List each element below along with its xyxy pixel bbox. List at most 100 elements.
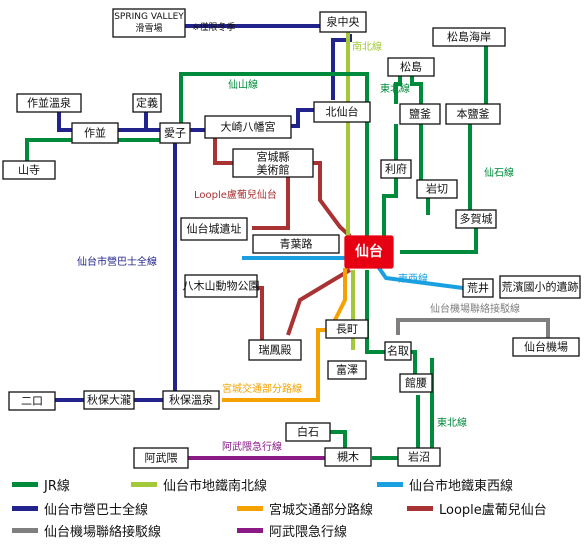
station-rifu[interactable]: 利府 bbox=[380, 159, 412, 179]
legend-loople: Loople盧葡兒仙台 bbox=[407, 499, 547, 518]
svg-text:二口: 二口 bbox=[21, 395, 43, 408]
bus-sakunami-loop bbox=[57, 112, 160, 132]
svg-text:青葉路: 青葉路 bbox=[280, 237, 313, 251]
station-osaki-hachimangu[interactable]: 大崎八幡宮 bbox=[204, 115, 292, 139]
svg-text:大崎八幡宮: 大崎八幡宮 bbox=[221, 120, 276, 134]
station-matsushima[interactable]: 松島 bbox=[387, 57, 435, 77]
station-kita-sendai[interactable]: 北仙台 bbox=[313, 101, 371, 123]
station-tsukinoki[interactable]: 槻木 bbox=[324, 447, 372, 467]
svg-text:槻木: 槻木 bbox=[337, 451, 359, 464]
svg-text:松島: 松島 bbox=[400, 60, 422, 74]
legend-swatch bbox=[237, 506, 263, 511]
station-akiu-otaki[interactable]: 秋保大瀧 bbox=[83, 390, 135, 410]
svg-text:宮城縣: 宮城縣 bbox=[257, 150, 290, 164]
svg-text:作並溫泉: 作並溫泉 bbox=[27, 96, 71, 110]
city-bus-route-label: 仙台市營巴士全線 bbox=[77, 255, 157, 268]
station-yagiyama-zoo[interactable]: 八木山動物公園 bbox=[183, 274, 260, 298]
station-iwanuma[interactable]: 岩沼 bbox=[397, 447, 441, 467]
svg-text:山寺: 山寺 bbox=[18, 164, 40, 177]
winter-note: ※僅限冬季 bbox=[192, 21, 236, 33]
station-arai[interactable]: 荒井 bbox=[462, 278, 494, 298]
svg-text:富澤: 富澤 bbox=[336, 363, 358, 377]
station-ayashi[interactable]: 愛子 bbox=[159, 122, 191, 144]
station-sakunami[interactable]: 作並 bbox=[71, 122, 119, 144]
svg-text:泉中央: 泉中央 bbox=[327, 15, 360, 29]
legend-jr: JR線 bbox=[12, 475, 70, 494]
bus-osaki-kitasendai bbox=[291, 108, 320, 128]
svg-text:鹽釜: 鹽釜 bbox=[409, 107, 431, 121]
svg-text:岩切: 岩切 bbox=[426, 182, 448, 196]
namboku-line-label: 南北線 bbox=[352, 40, 382, 53]
station-matsushima-kaigan[interactable]: 松島海岸 bbox=[432, 27, 506, 47]
station-futakuchi[interactable]: 二口 bbox=[8, 391, 56, 411]
svg-text:仙台機場: 仙台機場 bbox=[524, 340, 568, 354]
station-zuihoden[interactable]: 瑞鳳殿 bbox=[248, 339, 302, 361]
svg-text:秋保大瀧: 秋保大瀧 bbox=[87, 393, 131, 407]
station-tomizawa[interactable]: 富澤 bbox=[327, 360, 367, 380]
jr-senzan bbox=[25, 138, 72, 162]
svg-text:滑雪場: 滑雪場 bbox=[135, 22, 162, 34]
senseki-line-label: 仙石線 bbox=[484, 166, 514, 179]
svg-text:SPRING VALLEY: SPRING VALLEY bbox=[114, 12, 184, 22]
station-jogi[interactable]: 定義 bbox=[132, 93, 162, 113]
svg-text:本鹽釜: 本鹽釜 bbox=[457, 107, 490, 121]
senzan-line-label: 仙山線 bbox=[228, 78, 258, 91]
station-spring-valley[interactable]: SPRING VALLEY 滑雪場 bbox=[112, 8, 186, 38]
legend-abukuma: 阿武隈急行線 bbox=[237, 521, 347, 540]
station-iwakiri[interactable]: 岩切 bbox=[416, 179, 458, 199]
svg-text:美術館: 美術館 bbox=[257, 163, 290, 177]
svg-text:阿武隈: 阿武隈 bbox=[145, 452, 178, 465]
legend-miyagi-bus: 宮城交通部分路線 bbox=[237, 499, 373, 518]
tohoku-line-south-label: 東北線 bbox=[437, 416, 467, 429]
station-yamadera[interactable]: 山寺 bbox=[2, 160, 56, 180]
station-tagajo[interactable]: 多賀城 bbox=[455, 209, 497, 229]
station-tateshita[interactable]: 館腰 bbox=[399, 373, 433, 393]
station-akiu-onsen[interactable]: 秋保溫泉 bbox=[162, 390, 220, 410]
station-abukuma[interactable]: 阿武隈 bbox=[133, 447, 189, 469]
legend-tozai: 仙台市地鐵東西線 bbox=[377, 475, 513, 494]
abukuma-line-label: 阿武隈急行線 bbox=[222, 440, 282, 453]
stations: SPRING VALLEY 滑雪場 泉中央 北仙台 作並溫泉 定義 作並 愛子 … bbox=[2, 8, 581, 469]
station-miyagi-museum[interactable]: 宮城縣 美術館 bbox=[232, 148, 314, 178]
station-shiroishi[interactable]: 白石 bbox=[285, 422, 331, 442]
station-sakunami-onsen[interactable]: 作並溫泉 bbox=[16, 93, 82, 113]
svg-text:瑞鳳殿: 瑞鳳殿 bbox=[259, 343, 292, 357]
svg-text:北仙台: 北仙台 bbox=[326, 105, 359, 119]
tohoku-line-north-label: 東北線 bbox=[380, 82, 410, 95]
legend-swatch bbox=[237, 528, 263, 533]
miyagi-bus-line bbox=[222, 268, 347, 402]
station-sendai-castle[interactable]: 仙台城遺址 bbox=[180, 217, 248, 241]
svg-text:秋保溫泉: 秋保溫泉 bbox=[169, 393, 213, 407]
loople-route-label: Loople盧葡兒仙台 bbox=[194, 188, 277, 201]
svg-text:利府: 利府 bbox=[385, 162, 407, 176]
svg-text:荒濱國小的遺跡: 荒濱國小的遺跡 bbox=[502, 280, 579, 294]
legend-city-bus: 仙台市營巴士全線 bbox=[12, 499, 148, 518]
svg-text:愛子: 愛子 bbox=[164, 127, 186, 140]
legend-swatch bbox=[12, 506, 38, 511]
legend-swatch bbox=[407, 506, 433, 511]
station-shiogama[interactable]: 鹽釜 bbox=[399, 103, 441, 125]
station-natori[interactable]: 名取 bbox=[384, 341, 412, 361]
svg-text:仙台城遺址: 仙台城遺址 bbox=[187, 222, 242, 236]
svg-text:松島海岸: 松島海岸 bbox=[447, 30, 491, 44]
svg-text:岩沼: 岩沼 bbox=[408, 450, 430, 464]
svg-text:八木山動物公園: 八木山動物公園 bbox=[183, 279, 260, 293]
line-labels: 南北線 仙山線 東北線 仙石線 Loople盧葡兒仙台 仙台市營巴士全線 東西線… bbox=[77, 21, 520, 453]
station-hon-shiogama[interactable]: 本鹽釜 bbox=[445, 103, 501, 125]
station-sendai-airport[interactable]: 仙台機場 bbox=[512, 337, 580, 357]
svg-text:作並: 作並 bbox=[84, 126, 106, 140]
miyagi-bus-route-label: 宮城交通部分路線 bbox=[222, 382, 302, 395]
svg-text:多賀城: 多賀城 bbox=[460, 212, 493, 226]
airport-line bbox=[396, 318, 550, 338]
station-sendai[interactable]: 仙台 bbox=[344, 235, 394, 269]
station-nagamachi[interactable]: 長町 bbox=[325, 319, 369, 339]
legend-swatch bbox=[131, 482, 157, 487]
svg-text:名取: 名取 bbox=[387, 344, 409, 358]
svg-text:仙台: 仙台 bbox=[355, 243, 383, 260]
station-aobadori[interactable]: 青葉路 bbox=[252, 234, 340, 254]
legend-namboku: 仙台市地鐵南北線 bbox=[131, 475, 267, 494]
legend-swatch bbox=[377, 482, 403, 487]
station-arahama[interactable]: 荒濱國小的遺跡 bbox=[499, 275, 581, 299]
station-izumi-chuo[interactable]: 泉中央 bbox=[319, 11, 367, 33]
